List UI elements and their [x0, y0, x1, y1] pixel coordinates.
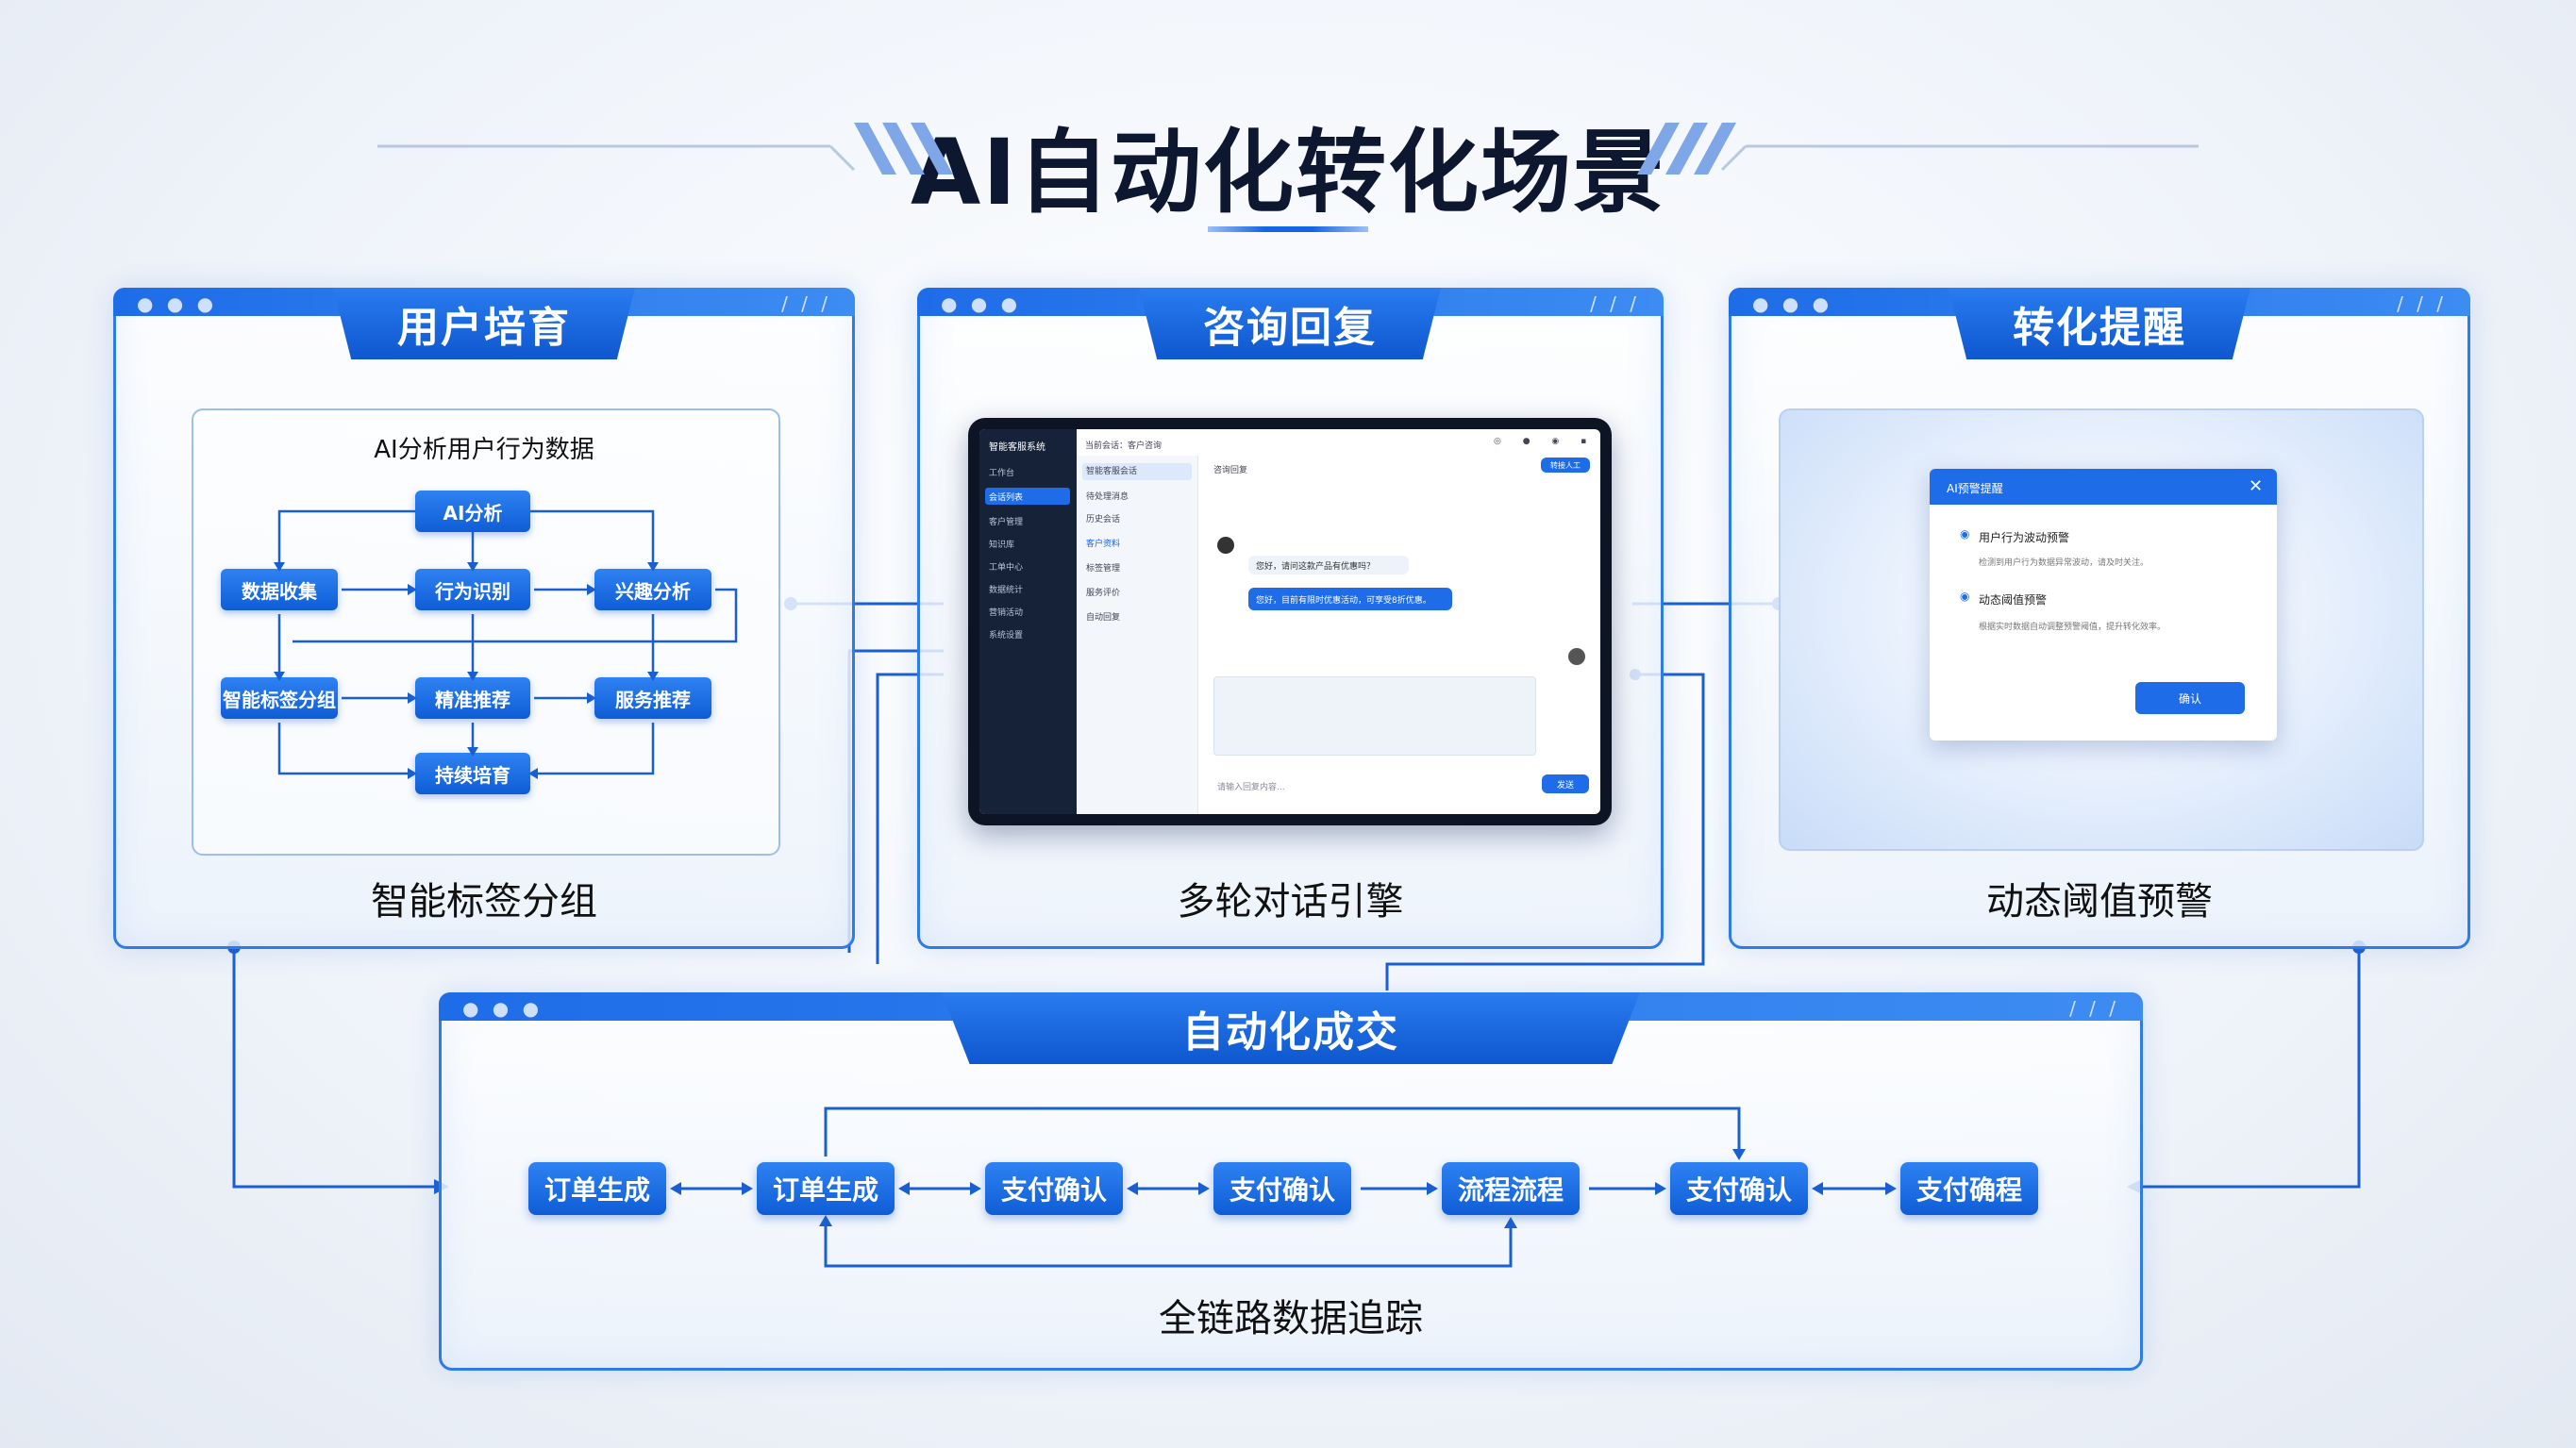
sidebar-item[interactable]: 营销活动: [989, 607, 1024, 618]
toolbar-icons: ◎ ● ◉ ▪: [1494, 437, 1597, 446]
user-message: 您好，请问这款产品有优惠吗？: [1248, 556, 1409, 574]
send-button[interactable]: 发送: [1542, 774, 1589, 793]
dots-icon: / / /: [2069, 997, 2119, 1020]
modal-header: [1930, 469, 2277, 505]
sidebar-item[interactable]: 工作台: [989, 468, 1015, 478]
close-icon[interactable]: ✕: [2249, 476, 2264, 496]
session-list-item[interactable]: 服务评价: [1086, 589, 1121, 598]
transfer-button[interactable]: 转接人工: [1541, 458, 1590, 473]
panel-user-nurture: ● ● ● / / / 用户培育 AI分析用户行为数据 智能标签分组: [113, 288, 855, 949]
sidebar-item[interactable]: 数据统计: [989, 585, 1024, 595]
flow-node-service: 服务推荐: [594, 677, 711, 719]
page-title: AI自动化转化场景: [910, 120, 1665, 225]
panel-header: 咨询回复: [1139, 288, 1441, 359]
flow-node-nurture: 持续培育: [415, 753, 530, 794]
chat-app-screen: 智能客服系统 工作台 会话列表 客户管理 知识库 工单中心 数据统计 营销活动 …: [979, 429, 1600, 814]
session-list-item-active[interactable]: 智能客服会话: [1082, 463, 1192, 480]
modal-title: AI预警提醒: [1947, 482, 2003, 495]
panel-caption: 动态阈值预警: [1986, 880, 2213, 924]
confirm-button[interactable]: 确认: [2135, 682, 2245, 714]
flow-node-behavior: 行为识别: [415, 569, 530, 610]
deal-step-pay-1: 支付确认: [985, 1162, 1123, 1215]
reply-input[interactable]: 请输入回复内容...: [1217, 783, 1285, 792]
flow-node-smart-tag: 智能标签分组: [221, 677, 338, 719]
dots-icon: / / /: [1590, 292, 1640, 315]
session-list: 智能客服会话 待处理消息 历史会话 客户资料 标签管理 服务评价 自动回复: [1077, 456, 1198, 814]
deal-step-pay-3: 支付确认: [1670, 1162, 1808, 1215]
chat-title: 咨询回复: [1213, 466, 1248, 475]
session-list-item[interactable]: 历史会话: [1086, 515, 1121, 524]
dots-icon: ● ● ●: [941, 292, 1022, 315]
alert-item-title: 动态阈值预警: [1979, 593, 2048, 607]
sidebar-item[interactable]: 系统设置: [989, 630, 1024, 641]
dots-icon: / / /: [781, 292, 831, 315]
app-name: 智能客服系统: [989, 442, 1045, 453]
alert-modal: AI预警提醒 ✕ ◉ 用户行为波动预警 检测到用户行为数据异常波动，请及时关注。…: [1930, 469, 2277, 741]
alert-item-desc: 根据实时数据自动调整预警阈值，提升转化效率。: [1979, 623, 2166, 632]
panel-header: 用户培育: [333, 288, 635, 359]
user-avatar: [1217, 537, 1234, 554]
deal-step-order-2: 订单生成: [757, 1162, 895, 1215]
agent-avatar: [1568, 648, 1585, 665]
title-underline: [1208, 226, 1368, 232]
sidebar-item[interactable]: 知识库: [989, 540, 1015, 550]
sidebar-item-active[interactable]: 会话列表: [985, 488, 1070, 505]
flow-node-recommend: 精准推荐: [415, 677, 530, 719]
panel-caption: 多轮对话引擎: [1177, 880, 1404, 924]
flow-node-interest: 兴趣分析: [594, 569, 711, 610]
session-list-item[interactable]: 客户资料: [1086, 540, 1121, 549]
deal-step-pay-2: 支付确认: [1213, 1162, 1351, 1215]
alert-item-title: 用户行为波动预警: [1979, 531, 2070, 544]
chat-header: 当前会话：客户咨询: [1085, 441, 1163, 451]
panel-header: 转化提醒: [1949, 288, 2250, 359]
ai-message: 您好，目前有限时优惠活动，可享受8折优惠。: [1248, 588, 1452, 610]
deal-step-order-1: 订单生成: [528, 1162, 666, 1215]
panel-caption: 智能标签分组: [371, 880, 597, 924]
sidebar-item[interactable]: 工单中心: [989, 562, 1024, 573]
info-icon: ◉: [1960, 590, 1970, 603]
dots-icon: ● ● ●: [1752, 292, 1833, 315]
sidebar-item[interactable]: 客户管理: [989, 517, 1024, 527]
reply-box[interactable]: [1213, 676, 1536, 756]
alert-item-desc: 检测到用户行为数据异常波动，请及时关注。: [1979, 558, 2149, 568]
panel-header: 自动化成交: [942, 992, 1640, 1064]
info-icon: ◉: [1960, 527, 1970, 541]
flow-node-data-collect: 数据收集: [221, 569, 338, 610]
flowchart-title: AI分析用户行为数据: [374, 436, 594, 464]
flow-node-ai-analysis: AI分析: [415, 491, 530, 532]
deal-step-process: 流程流程: [1442, 1162, 1580, 1215]
app-sidebar: 智能客服系统 工作台 会话列表 客户管理 知识库 工单中心 数据统计 营销活动 …: [979, 429, 1077, 814]
session-list-item[interactable]: 待处理消息: [1086, 492, 1129, 502]
panel-caption: 全链路数据追踪: [1159, 1297, 1423, 1340]
dots-icon: ● ● ●: [137, 292, 218, 315]
session-list-item[interactable]: 自动回复: [1086, 613, 1121, 623]
deal-step-pay-4: 支付确程: [1900, 1162, 2038, 1215]
dots-icon: ● ● ●: [462, 997, 544, 1020]
dots-icon: / / /: [2397, 292, 2447, 315]
session-list-item[interactable]: 标签管理: [1086, 564, 1121, 574]
tablet-device: 智能客服系统 工作台 会话列表 客户管理 知识库 工单中心 数据统计 营销活动 …: [968, 418, 1612, 825]
